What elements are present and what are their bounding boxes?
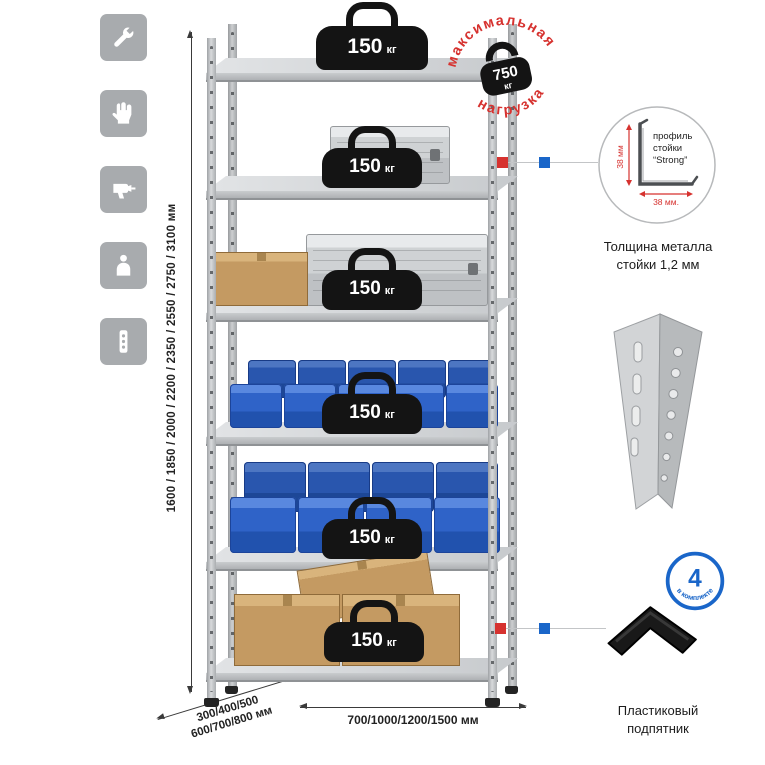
drill-icon	[100, 166, 147, 213]
profile-dim-horizontal: 38 мм.	[653, 197, 679, 207]
load-value: 150	[347, 35, 383, 58]
rack-post-back-right	[508, 24, 517, 688]
foot-caption-line1: Пластиковый	[617, 703, 699, 718]
kettlebell-handle-icon	[346, 2, 398, 31]
angle-profile-drawing	[638, 122, 694, 186]
included-count-badge: 4 в комплекте	[665, 551, 725, 611]
profile-label-3: “Strong”	[653, 155, 687, 166]
load-value: 150	[349, 527, 381, 548]
rack-foot	[505, 686, 518, 694]
badge-number: 4	[688, 566, 702, 593]
profile-caption-line2: стойки 1,2 мм	[616, 256, 700, 272]
load-unit: кг	[384, 409, 395, 421]
storage-bin	[230, 497, 296, 553]
load-unit: кг	[384, 534, 395, 546]
load-value: 150	[349, 402, 381, 423]
storage-bin	[230, 384, 282, 428]
kettlebell-handle-icon	[348, 248, 396, 275]
angle-post-graphic	[613, 313, 703, 510]
marker-blue-bottom	[539, 623, 550, 634]
rack-post-front-left	[207, 38, 216, 700]
wrench-icon	[100, 14, 147, 61]
rack-foot	[225, 686, 238, 694]
shelf-edge	[206, 673, 498, 682]
profile-caption-line1: Толщина металла	[603, 239, 713, 254]
glove-icon	[100, 90, 147, 137]
foot-caption-line2: подпятник	[627, 720, 689, 736]
cardboard-box	[214, 252, 308, 306]
width-dimension-label: 700/1000/1200/1500 мм	[347, 713, 479, 727]
marker-blue-top	[539, 157, 550, 168]
profile-label-2: стойки	[653, 143, 682, 154]
kettlebell-handle-icon	[348, 126, 396, 153]
level-tool-icon	[100, 318, 147, 365]
profile-detail-callout: 38 мм 38 мм. профиль стойки “Strong”	[598, 106, 716, 224]
load-value: 150	[349, 278, 381, 299]
width-dimension-line	[299, 703, 527, 710]
kettlebell-handle-icon	[348, 372, 396, 399]
callout-line-bottom	[498, 628, 606, 629]
stamp-load-value: 750	[492, 63, 520, 85]
rack-post-front-right	[488, 38, 497, 700]
rack-post-back-left	[228, 24, 237, 688]
person-icon	[100, 242, 147, 289]
rack-foot	[204, 698, 219, 707]
shelf-edge	[206, 73, 498, 82]
load-unit: кг	[386, 637, 397, 649]
stamp-load-unit: кг	[503, 80, 513, 92]
cardboard-box	[234, 594, 340, 666]
kettlebell-body	[480, 57, 532, 96]
load-unit: кг	[384, 285, 395, 297]
marker-red-top	[497, 157, 508, 168]
kettlebell-handle-icon	[348, 497, 396, 524]
shelf-edge	[206, 437, 498, 446]
load-unit: кг	[384, 163, 395, 175]
load-unit: кг	[386, 44, 397, 56]
profile-caption: Толщина металла стойки 1,2 мм	[576, 238, 740, 273]
height-dimension-line	[186, 30, 193, 694]
load-value: 150	[349, 156, 381, 177]
max-load-stamp: максимальная нагрузка 750 кг	[428, 0, 582, 148]
rack-foot	[485, 698, 500, 707]
kettlebell-handle-icon	[485, 41, 519, 62]
height-dimension-label: 1600 / 1850 / 2000 / 2200 / 2350 / 2550 …	[166, 203, 178, 513]
load-value: 150	[351, 630, 383, 651]
plastic-foot-graphic	[607, 606, 697, 656]
marker-red-bottom	[495, 623, 506, 634]
profile-label-1: профиль	[653, 131, 692, 142]
profile-dim-vertical: 38 мм	[615, 145, 625, 169]
shelf-edge	[206, 313, 498, 322]
shelf-edge	[206, 191, 498, 200]
foot-caption: Пластиковый подпятник	[576, 702, 740, 737]
kettlebell-handle-icon	[350, 600, 398, 627]
